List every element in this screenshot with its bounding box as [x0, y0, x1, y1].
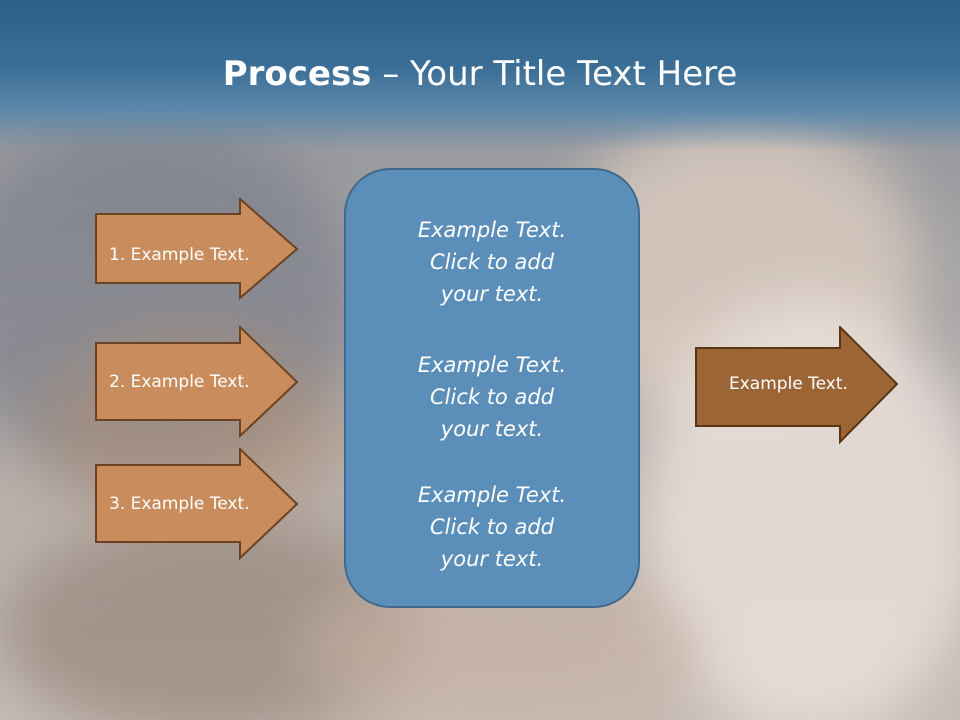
result-arrow[interactable]: Example Text.: [695, 326, 900, 444]
center-box-text-3[interactable]: Example Text. Click to add your text.: [417, 483, 567, 571]
process-arrow-1[interactable]: 1. Example Text.: [95, 198, 300, 300]
title-bold: Process: [222, 54, 372, 94]
title-bar: [0, 0, 960, 150]
center-box-text-1[interactable]: Example Text. Click to add your text.: [417, 218, 567, 306]
center-box-text-2[interactable]: Example Text. Click to add your text.: [417, 353, 567, 441]
process-arrow-2[interactable]: 2. Example Text.: [95, 326, 300, 438]
process-arrow-1-label: 1. Example Text.: [109, 245, 250, 265]
title-rest: – Your Title Text Here: [371, 54, 738, 94]
result-arrow-label: Example Text.: [729, 374, 848, 394]
center-box[interactable]: Example Text. Click to add your text. Ex…: [344, 168, 640, 608]
process-arrow-2-label: 2. Example Text.: [109, 372, 250, 392]
process-arrow-3-label: 3. Example Text.: [109, 494, 250, 514]
slide-title[interactable]: Process – Your Title Text Here: [0, 52, 960, 96]
process-arrow-3[interactable]: 3. Example Text.: [95, 448, 300, 560]
